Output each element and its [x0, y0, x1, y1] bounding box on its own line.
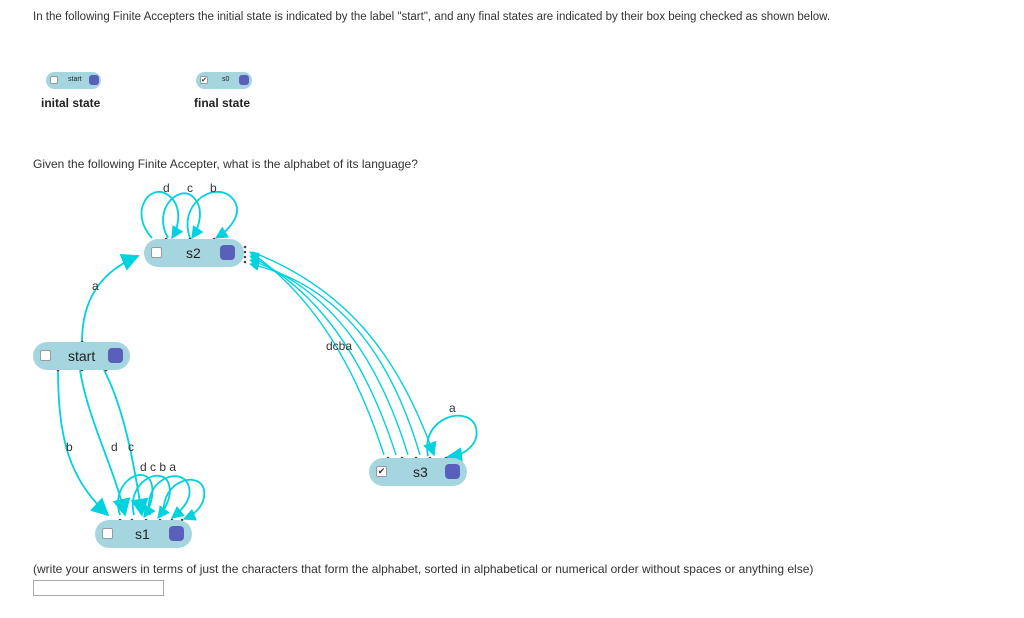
state-s2-final-checkbox[interactable]: [151, 247, 162, 258]
start-to-s1-c-arrow: [103, 369, 149, 517]
label-start-to-s1-b: b: [66, 440, 73, 454]
legend-final-caption: final state: [194, 96, 251, 110]
state-s3[interactable]: ✔ s3: [369, 458, 467, 486]
label-start-to-s1-d: d: [111, 440, 118, 454]
legend-initial-caption: inital state: [41, 96, 101, 110]
legend-final-label: s0: [222, 76, 230, 83]
state-s1[interactable]: s1: [95, 520, 192, 548]
state-start[interactable]: start: [33, 342, 130, 370]
state-s1-final-checkbox[interactable]: [102, 528, 113, 539]
state-start-label: start: [68, 348, 96, 364]
label-s2-loop-b: b: [210, 181, 217, 195]
state-s3-label: s3: [413, 464, 428, 480]
state-s3-final-checkbox[interactable]: ✔: [376, 466, 387, 477]
legend-final-state: ✔ s0: [196, 72, 252, 89]
intro-text: In the following Finite Accepters the in…: [33, 11, 831, 23]
label-start-to-s1-c: c: [128, 440, 134, 454]
state-s2-drag-handle[interactable]: [220, 245, 235, 260]
state-start-drag-handle[interactable]: [108, 348, 123, 363]
legend-initial-label: start: [68, 76, 82, 83]
start-to-s1-b-arrow: [57, 369, 110, 517]
legend-initial-state: start: [46, 72, 101, 89]
answer-input[interactable]: [33, 580, 164, 596]
start-to-s1-d-arrow: [79, 369, 131, 517]
legend-initial-handle: [89, 75, 99, 85]
label-s1-loops: d c b a: [140, 460, 176, 474]
s2-loop-d-arrow: [140, 191, 184, 240]
legend-initial-checkbox: [50, 76, 58, 84]
s2-to-s3-arrow: [251, 251, 437, 457]
state-s2[interactable]: s2: [144, 239, 244, 267]
state-s3-drag-handle[interactable]: [445, 464, 460, 479]
legend-final-checkbox: ✔: [200, 76, 208, 84]
state-s1-label: s1: [135, 526, 150, 542]
label-s3-to-s2: dcba: [326, 339, 352, 353]
start-to-s2-arrow: [81, 254, 140, 343]
instructions-text: (write your answers in terms of just the…: [33, 562, 814, 576]
state-start-final-checkbox[interactable]: [40, 350, 51, 361]
state-s1-drag-handle[interactable]: [169, 526, 184, 541]
s3-loop-a-arrow: [426, 414, 478, 466]
s3-to-s2-arrow-a: [249, 261, 421, 456]
s1-loop-b-arrow: [148, 475, 191, 519]
s2-loop-b-arrow: [186, 190, 238, 239]
label-s2-loop-d: d: [163, 181, 170, 195]
state-s2-label: s2: [186, 245, 201, 261]
label-s3-loop-a: a: [449, 401, 456, 415]
question-text: Given the following Finite Accepter, wha…: [33, 157, 418, 171]
s3-to-s2-arrow-d: [249, 251, 385, 456]
s3-to-s2-arrow-b: [249, 258, 409, 456]
s2-loop-c-arrow: [162, 192, 204, 240]
s1-loop-a-arrow: [163, 479, 206, 521]
legend-final-handle: [239, 75, 249, 85]
label-s2-loop-c: c: [187, 181, 193, 195]
label-start-to-s2: a: [92, 279, 99, 293]
